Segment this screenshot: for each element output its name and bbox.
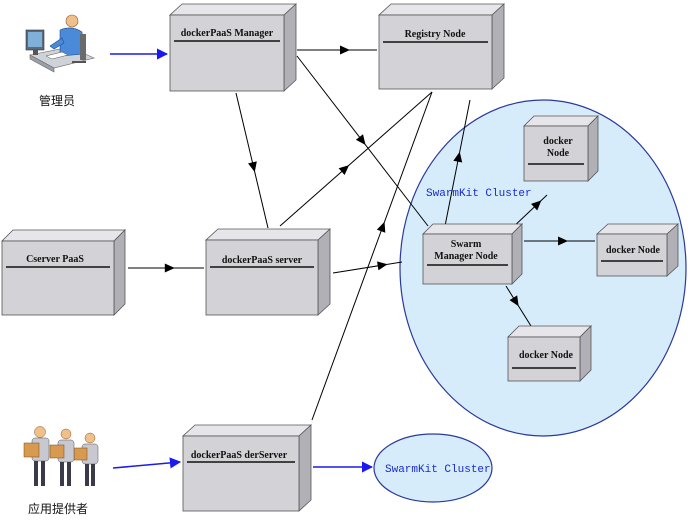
node-registry[interactable]: Registry Node: [377, 3, 506, 90]
edge-derserver-to-registry-arrowhead: [376, 221, 386, 233]
node-docker-top[interactable]: docker Node: [523, 115, 599, 182]
edge-server-to-registry-arrowhead: [338, 165, 350, 176]
edge-provider-to-derserver: [112, 457, 182, 469]
application-provider-icon: [23, 426, 99, 486]
edge-manager-to-swarm-arrowhead: [355, 134, 366, 145]
node-swarm-manager[interactable]: Swarm Manager Node: [422, 223, 523, 285]
swarmkit-cluster-small: SwarmKit Cluster: [373, 433, 493, 503]
edge-server-to-cluster-arrowhead: [377, 261, 388, 271]
node-swarm-manager-label-2: Manager Node: [434, 251, 498, 262]
node-cserver-paas[interactable]: Cserver PaaS: [1, 229, 126, 316]
connectors: [110, 45, 595, 473]
administrator-icon: [25, 14, 95, 73]
node-derserver-label: dockerPaaS derServer: [191, 450, 288, 461]
application-provider-label: 应用提供者: [28, 501, 88, 516]
node-docker-bottom-label: docker Node: [519, 350, 574, 361]
node-docker-paas-manager[interactable]: dockerPaaS Manager: [168, 3, 298, 92]
node-swarm-manager-label-1: Swarm: [451, 239, 482, 250]
administrator-label: 管理员: [39, 93, 75, 108]
edge-manager-to-registry-arrowhead: [340, 45, 350, 55]
swarmkit-cluster-large-label: SwarmKit Cluster: [426, 188, 532, 200]
node-docker-paas-derserver[interactable]: dockerPaaS derServer: [181, 424, 313, 512]
edge-server-to-registry: [279, 91, 433, 227]
edge-swarm-to-docker-bottom-arrowhead: [509, 295, 519, 307]
node-server-label: dockerPaaS server: [222, 255, 303, 266]
node-docker-right-label: docker Node: [606, 245, 661, 256]
edge-manager-to-server-arrowhead: [248, 161, 257, 173]
node-docker-top-label-2: Node: [547, 148, 570, 159]
node-registry-label: Registry Node: [405, 29, 466, 40]
edge-cserver-to-server-arrowhead: [164, 263, 175, 273]
node-docker-right[interactable]: docker Node: [595, 223, 680, 277]
node-docker-paas-server[interactable]: dockerPaaS server: [204, 228, 332, 316]
edge-manager-to-server: [235, 92, 269, 229]
node-docker-bottom[interactable]: docker Node: [507, 325, 592, 382]
node-docker-top-label-1: docker: [543, 136, 573, 147]
swarmkit-cluster-large: SwarmKit Cluster: [399, 99, 687, 437]
edge-swarm-to-docker-right-arrowhead: [558, 236, 569, 246]
node-cserver-label: Cserver PaaS: [26, 254, 84, 265]
edge-swarm-to-docker-top-arrowhead: [531, 200, 542, 211]
edge-swarm-to-registry: [444, 99, 471, 227]
node-manager-label: dockerPaaS Manager: [181, 28, 274, 39]
edge-derserver-to-registry: [311, 91, 433, 421]
edge-swarm-to-registry-arrowhead: [453, 151, 463, 163]
swarmkit-cluster-small-label: SwarmKit Cluster: [385, 464, 491, 476]
